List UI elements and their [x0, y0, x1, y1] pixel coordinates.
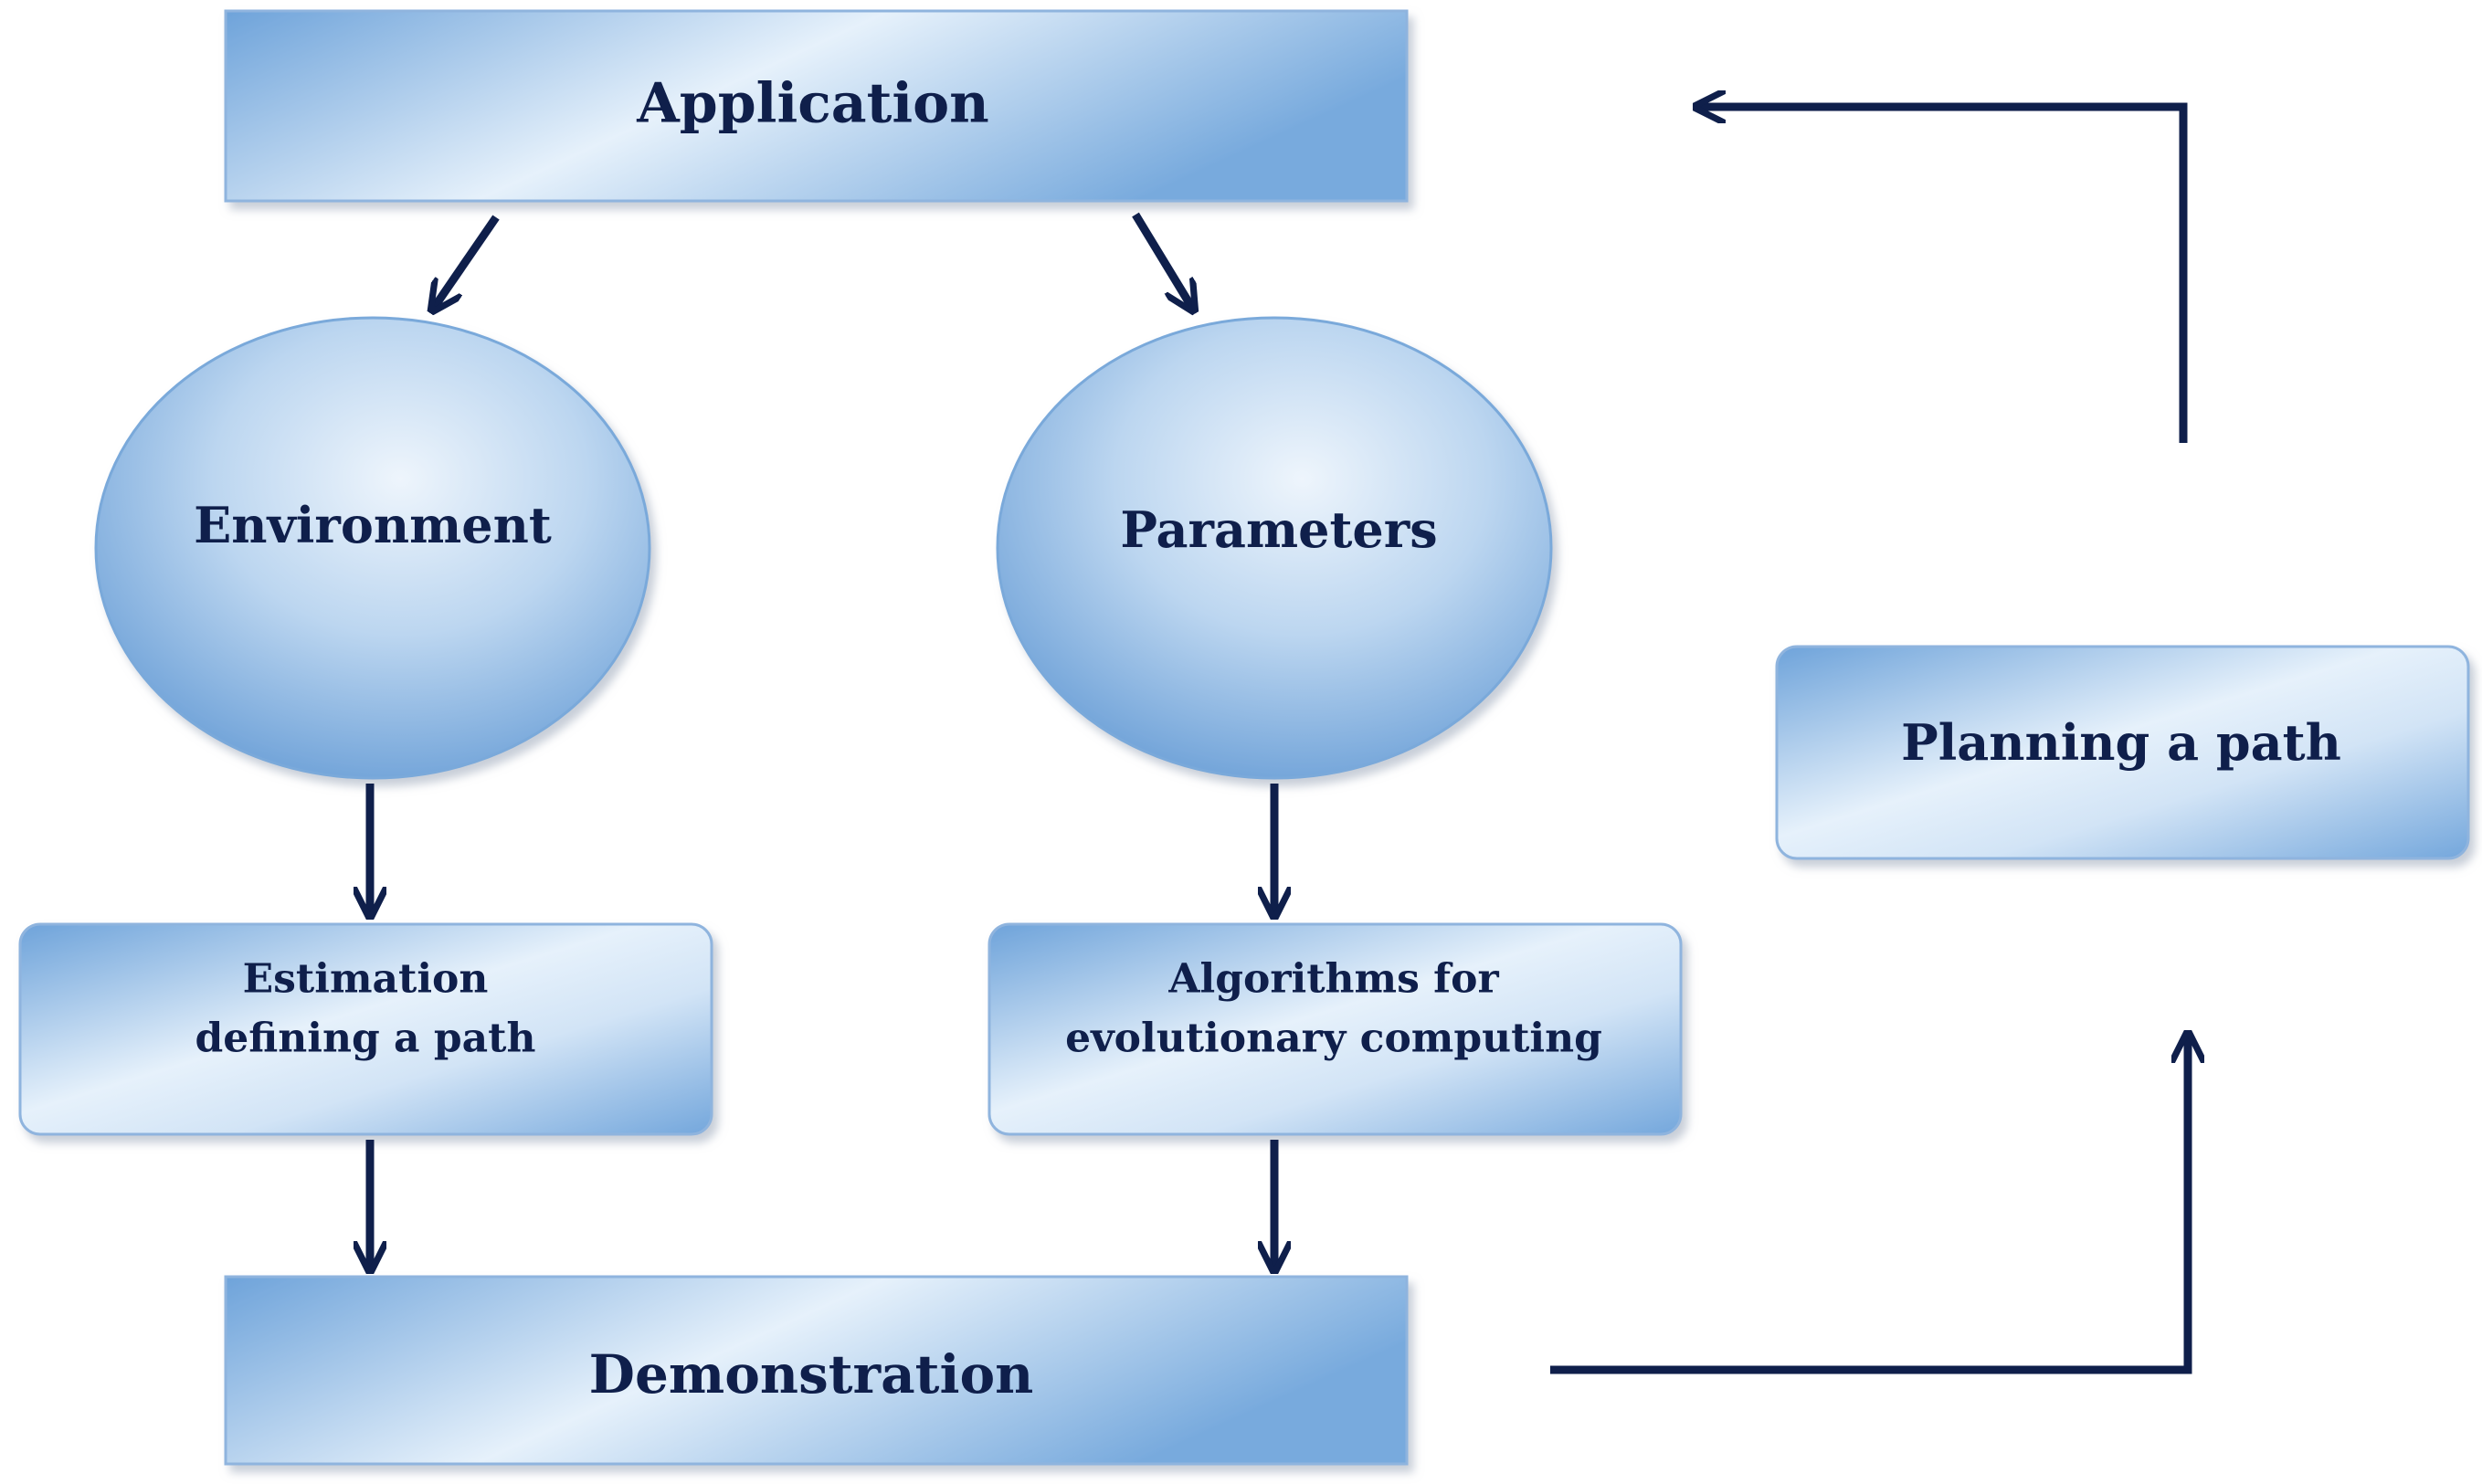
estimation-label-line2: defining a path — [195, 1016, 536, 1062]
estimation-node: Estimation defining a path — [18, 922, 713, 1136]
environment-node: Environment — [94, 316, 651, 780]
environment-label: Environment — [194, 496, 552, 554]
arrow-demonstration-to-planning — [1550, 1037, 2188, 1374]
application-node: Application — [224, 9, 1409, 203]
algorithms-label-line2: evolutionary computing — [1065, 1016, 1602, 1062]
demonstration-node: Demonstration — [224, 1275, 1409, 1466]
algorithms-node: Algorithms for evolutionary computing — [988, 922, 1683, 1136]
planning-label: Planning a path — [1901, 713, 2341, 772]
application-label: Application — [636, 72, 989, 136]
demonstration-label: Demonstration — [589, 1343, 1034, 1405]
parameters-node: Parameters — [996, 316, 1553, 780]
arrow-application-to-environment — [434, 215, 500, 308]
arrow-planning-to-application — [1699, 107, 2188, 443]
algorithms-label-line1: Algorithms for — [1167, 956, 1499, 1003]
planning-node: Planning a path — [1775, 645, 2470, 860]
parameters-label: Parameters — [1120, 500, 1437, 559]
estimation-label-line1: Estimation — [243, 956, 489, 1003]
arrow-application-to-parameters — [1132, 212, 1192, 308]
